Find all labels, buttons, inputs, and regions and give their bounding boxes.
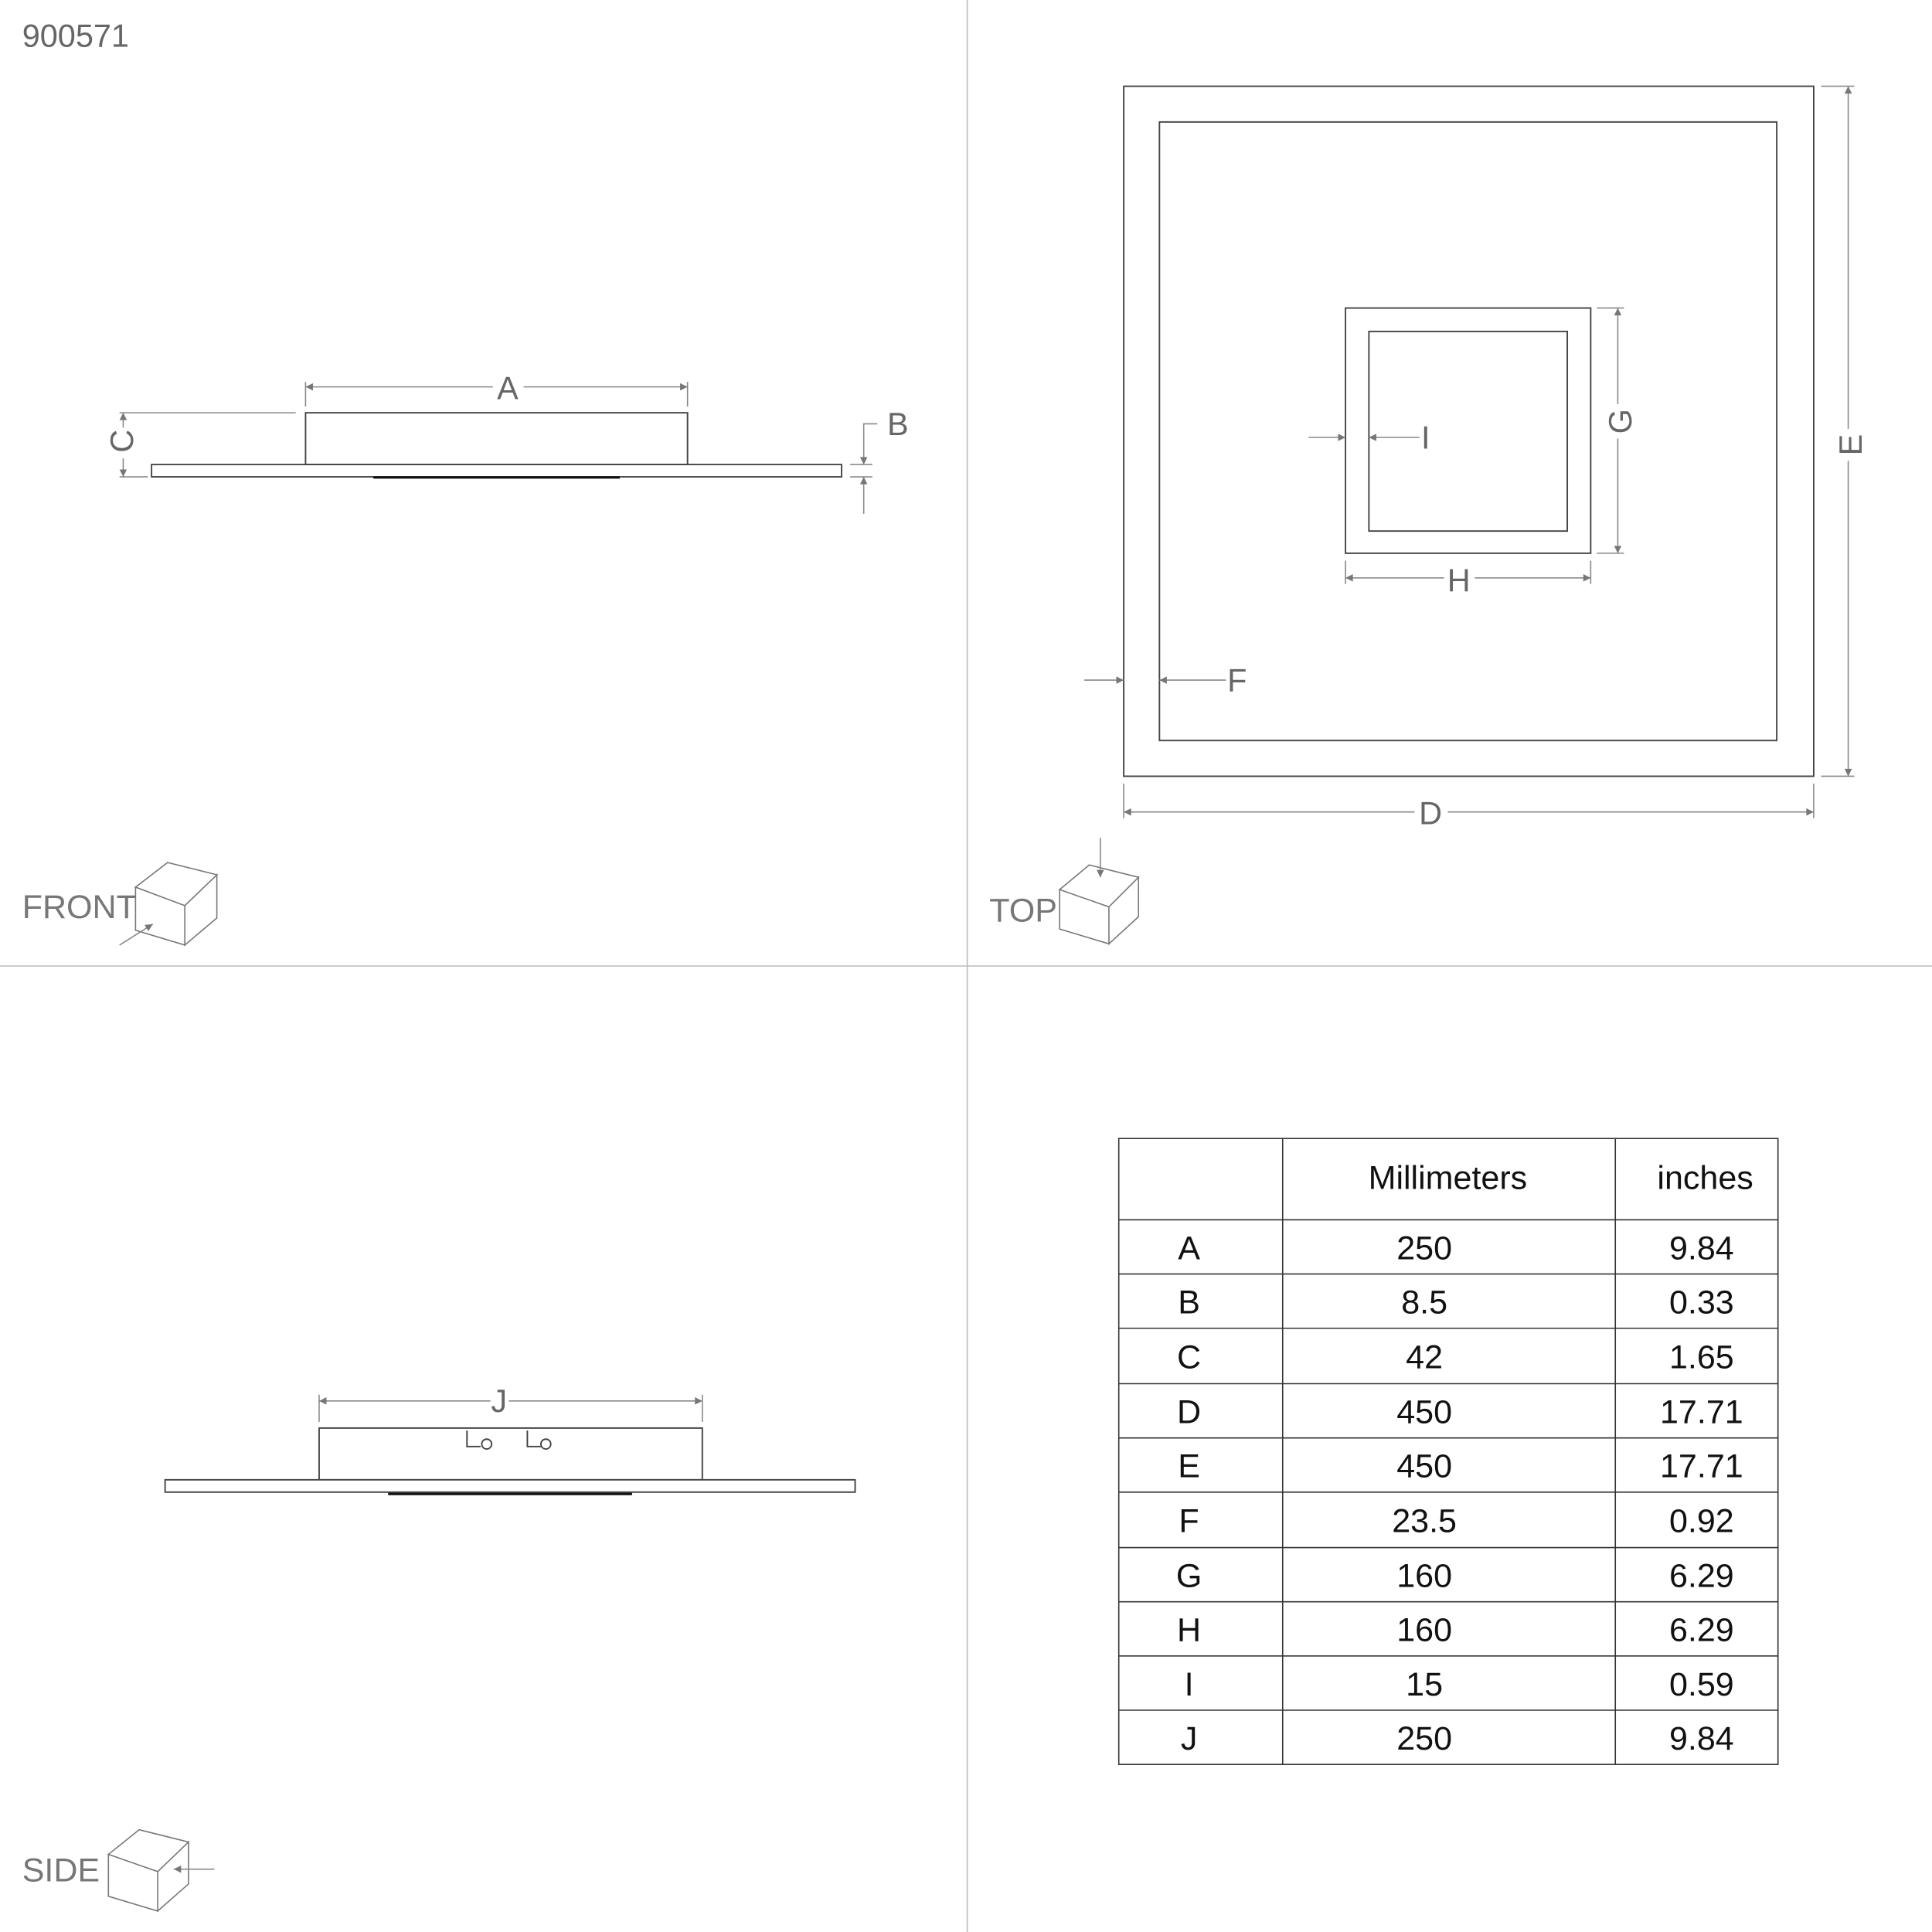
table-cell-mm: 450 [1396, 1448, 1452, 1485]
front-view: A C B FRONT [22, 370, 909, 947]
table-cell-mm: 160 [1396, 1612, 1452, 1649]
table-cell-inches: 9.84 [1669, 1230, 1734, 1267]
table-cell-mm: 250 [1396, 1720, 1452, 1757]
table-cell-mm: 250 [1396, 1230, 1452, 1267]
front-plate [151, 464, 842, 478]
table-cell-dimension: F [1179, 1503, 1199, 1540]
side-plate [164, 1478, 856, 1493]
side-cube-icon [107, 1828, 215, 1913]
table-cell-dimension: B [1178, 1284, 1200, 1321]
table-cell-mm: 23.5 [1392, 1503, 1457, 1540]
table-header-millimeters: Millimeters [1369, 1160, 1528, 1197]
table-cell-inches: 0.33 [1669, 1284, 1734, 1321]
front-body [304, 412, 689, 466]
top-view: G H I F D E TOP [989, 85, 1869, 946]
table-cell-inches: 0.92 [1669, 1503, 1734, 1540]
side-view-label: SIDE [22, 1852, 100, 1889]
table-cell-dimension: I [1185, 1666, 1194, 1703]
table-cell-dimension: E [1178, 1448, 1200, 1485]
top-center-inner [1368, 330, 1569, 532]
dim-f-label: F [1227, 662, 1247, 698]
dim-j-label: J [491, 1383, 507, 1419]
dim-g-label: G [1602, 409, 1638, 434]
dim-c-label: C [104, 430, 140, 453]
front-cube-icon [119, 862, 219, 947]
table-header-inches: inches [1657, 1160, 1753, 1197]
top-cube-icon [1058, 838, 1140, 946]
table-cell-mm: 8.5 [1401, 1284, 1447, 1321]
dim-e-label: E [1832, 434, 1869, 456]
table-cell-inches: 17.71 [1660, 1448, 1743, 1485]
dim-i-label: I [1421, 419, 1430, 455]
table-cell-mm: 15 [1406, 1666, 1443, 1703]
table-cell-inches: 9.84 [1669, 1720, 1734, 1757]
table-cell-dimension: G [1176, 1558, 1202, 1595]
table-cell-dimension: C [1177, 1339, 1201, 1376]
table-cell-mm: 42 [1406, 1339, 1443, 1376]
mounting-bracket-icon [466, 1430, 552, 1450]
dim-d-label: D [1419, 795, 1442, 832]
table-cell-inches: 17.71 [1660, 1394, 1743, 1431]
table-cell-mm: 160 [1396, 1558, 1452, 1595]
table-cell-inches: 0.59 [1669, 1666, 1734, 1703]
dim-b-label: B [887, 406, 909, 442]
dim-h-label: H [1447, 562, 1471, 598]
table-cell-inches: 6.29 [1669, 1558, 1734, 1595]
table-cell-inches: 1.65 [1669, 1339, 1734, 1376]
top-view-label: TOP [989, 893, 1057, 930]
table-cell-dimension: A [1178, 1230, 1200, 1267]
product-number: 900571 [22, 18, 129, 54]
table-cell-dimension: J [1181, 1720, 1198, 1757]
table-cell-inches: 6.29 [1669, 1612, 1734, 1649]
dim-a-label: A [497, 370, 519, 406]
front-view-label: FRONT [22, 889, 137, 926]
table-cell-dimension: H [1177, 1612, 1201, 1649]
side-view: J SIDE [22, 1383, 856, 1913]
table-cell-dimension: D [1177, 1394, 1201, 1431]
side-body [318, 1427, 703, 1481]
table-cell-mm: 450 [1396, 1394, 1452, 1431]
